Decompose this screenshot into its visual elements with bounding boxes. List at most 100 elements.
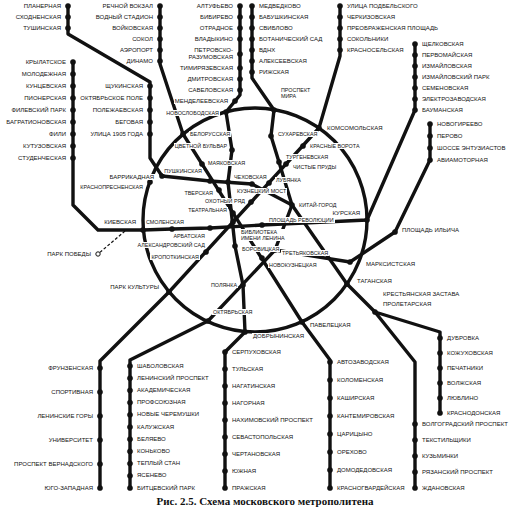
station-name: НАХИМОВСКИЙ ПРОСПЕКТ: [231, 417, 314, 424]
station-dot: [437, 410, 442, 415]
station-name: ОХОТНЫЙ РЯД: [204, 198, 246, 204]
planned-line: [98, 231, 125, 254]
station-dot: [97, 389, 102, 394]
station-name: ТРЕТЬЯКОВСКАЯ: [281, 250, 329, 256]
station-name: ЩУКИНСКАЯ: [104, 83, 144, 90]
station-dot: [237, 51, 242, 56]
station-dot: [427, 145, 432, 150]
station-dot: [249, 36, 254, 41]
ring-line: [143, 108, 367, 332]
station-name: ВОЛЖСКАЯ: [446, 380, 482, 387]
station-dot: [237, 36, 242, 41]
metro-line: [143, 44, 415, 230]
station-dot: [327, 449, 332, 454]
station-name: ЧИСТЫЕ ПРУДЫ: [292, 164, 337, 170]
station-name: ДОМОДЕДОВСКАЯ: [336, 467, 393, 474]
station-name: ПРОСПЕКТ МИРА: [280, 87, 322, 99]
station-name: ПЕЧАТНИКИ: [446, 365, 484, 372]
station-name: КУЗЬМИНКИ: [421, 453, 459, 460]
station-dot: [70, 119, 75, 124]
station-name: КАШИРСКАЯ: [336, 395, 375, 402]
station-name: КАЛУЖСКАЯ: [136, 424, 175, 431]
station-dot: [300, 143, 305, 148]
station-name: ДОБРЫНИНСКАЯ: [252, 333, 305, 340]
station-dot: [268, 133, 273, 138]
station-dot: [249, 3, 254, 8]
station-dot: [222, 434, 227, 439]
station-name: ОКТЯБРЬСКАЯ: [212, 309, 253, 315]
station-dot: [276, 159, 281, 164]
station-dot: [70, 107, 75, 112]
station-dot: [97, 461, 102, 466]
station-name: КРЫЛАТСКОЕ: [25, 59, 67, 66]
station-name: КУНЦЕВСКАЯ: [25, 83, 67, 90]
station-name: СПОРТИВНАЯ: [50, 389, 94, 396]
station-name: СХОДНЕНСКАЯ: [15, 14, 62, 21]
station-dot: [327, 413, 332, 418]
station-dot: [240, 282, 245, 287]
station-name: НОВОКУЗНЕЦКАЯ: [268, 262, 318, 268]
station-name: ТУЛЬСКАЯ: [231, 366, 264, 373]
station-dot: [65, 25, 70, 30]
station-name: БЕГОВАЯ: [114, 119, 144, 126]
station-name: КРАСНОГВАРДЕЙСКАЯ: [336, 485, 406, 492]
station-dot: [427, 133, 432, 138]
station-name: БЕЛЯЕВО: [136, 436, 167, 443]
station-dot: [127, 363, 132, 368]
station-name: ПЕТРОВСКО-РАЗУМОВСКАЯ: [170, 47, 234, 61]
station-dot: [207, 225, 212, 230]
station-dot: [337, 3, 342, 8]
station-dot: [412, 74, 417, 79]
station-dot: [248, 199, 253, 204]
station-name: СЕМЕНОВСКАЯ: [421, 85, 469, 92]
station-name: ПАРК КУЛЬТУРЫ: [109, 284, 160, 291]
metro-line: [275, 124, 430, 262]
station-name: ПУШКИНСКАЯ: [163, 168, 203, 174]
station-name: ЦАРИЦЫНО: [336, 431, 374, 438]
station-name: УНИВЕРСИТЕТ: [48, 437, 94, 444]
station-name: ТЕПЛЫЙ СТАН: [136, 460, 181, 467]
station-name: ПРЕОБРАЖЕНСКАЯ ПЛОЩАДЬ: [346, 25, 439, 32]
station-dot: [159, 173, 164, 178]
station-name: КРАСНОПРЕСНЕНСКАЯ: [79, 184, 144, 190]
station-name: СОКОЛ: [131, 36, 154, 43]
station-dot: [437, 335, 442, 340]
station-dot: [327, 431, 332, 436]
station-dot: [249, 58, 254, 63]
station-dot: [237, 76, 242, 81]
station-dot: [232, 243, 237, 248]
station-name: КРЕСТЬЯНСКАЯ ЗАСТАВА: [382, 291, 460, 298]
station-dot: [127, 412, 132, 417]
station-dot: [97, 365, 102, 370]
station-name: БИБИРЕВО: [199, 14, 234, 21]
station-dot: [157, 58, 162, 63]
station-dot: [437, 350, 442, 355]
station-dot: [127, 400, 132, 405]
station-name: ЦВЕТНОЙ БУЛЬВАР: [174, 143, 228, 149]
station-dot: [65, 3, 70, 8]
station-name: КИЕВСКАЯ: [103, 219, 137, 226]
station-dot: [412, 469, 417, 474]
station-name: КРАСНЫЕ ВОРОТА: [309, 143, 361, 149]
station-name: ПЛАНЕРНАЯ: [23, 3, 62, 10]
station-dot: [437, 365, 442, 370]
station-dot: [412, 85, 417, 90]
station-name: БИТЦЕВСКИЙ ПАРК: [136, 485, 196, 492]
station-dot: [166, 289, 171, 294]
station-dot: [70, 83, 75, 88]
station-dot: [337, 47, 342, 52]
station-dot: [327, 377, 332, 382]
station-name: КАНТЕМИРОВСКАЯ: [336, 413, 395, 420]
station-dot: [237, 25, 242, 30]
station-dot: [437, 380, 442, 385]
station-name: ВОДНЫЙ СТАДИОН: [95, 14, 154, 21]
station-dot: [222, 366, 227, 371]
station-dot: [97, 485, 102, 490]
station-dot: [412, 63, 417, 68]
station-name: КУРСКАЯ: [332, 210, 361, 217]
station-name: КОНЬКОВО: [136, 448, 171, 455]
station-name: ЭЛЕКТРОЗАВОДСКАЯ: [421, 96, 487, 103]
station-name: САВЕЛОВСКАЯ: [187, 87, 234, 94]
station-dot: [96, 252, 100, 256]
